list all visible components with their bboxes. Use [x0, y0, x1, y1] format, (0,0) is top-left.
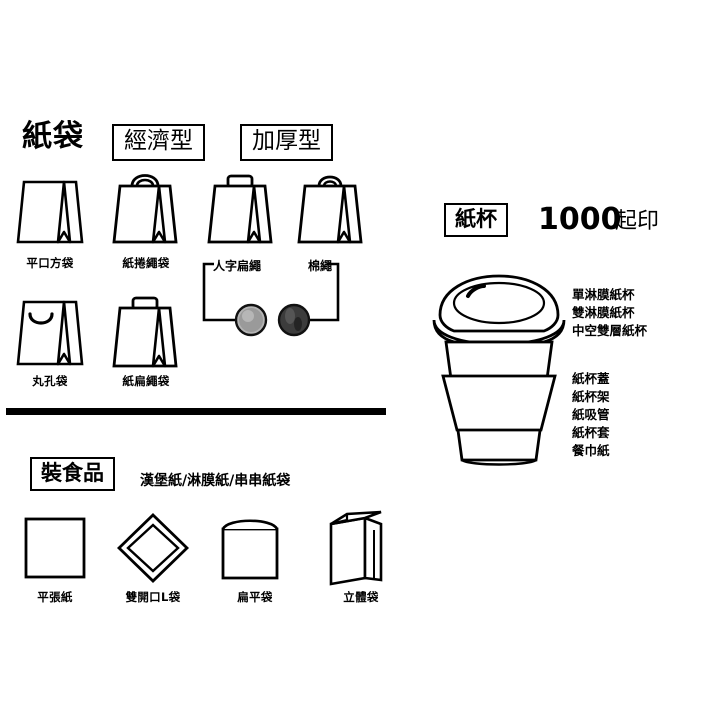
round-hole-bag-icon: [14, 298, 86, 370]
section-divider: [6, 408, 386, 415]
caption-flat-rope-handle-bag: 紙扁繩袋: [122, 374, 170, 388]
badge-thickened-type: 加厚型: [240, 124, 333, 161]
food-packaging-subtitle: 漢堡紙/淋膜紙/串串紙袋: [140, 473, 291, 489]
caption-round-hole-bag: 丸孔袋: [32, 374, 68, 388]
cup-type-item: 雙淋膜紙杯: [572, 305, 635, 320]
paper-bag-section-title: 紙袋: [22, 119, 84, 154]
caption-twisted-rope-handle-bag: 紙捲繩袋: [122, 256, 170, 270]
caption-flat-square-bag: 平口方袋: [26, 256, 74, 270]
caption-flat-sheet-paper: 平張紙: [37, 590, 73, 604]
twisted-rope-handle-bag-icon: [108, 170, 182, 248]
cup-moq-unit: 起印: [615, 209, 660, 234]
double-open-l-bag-icon: [114, 510, 192, 586]
thick-bag-herringbone-icon: [203, 170, 277, 248]
cup-accessory-item: 紙杯蓋: [572, 371, 610, 386]
cup-moq-number: 1000: [538, 202, 622, 237]
cup-type-item: 單淋膜紙杯: [572, 287, 635, 302]
cup-accessory-item: 紙吸管: [572, 407, 610, 422]
cup-accessory-item: 紙杯架: [572, 389, 610, 404]
flat-rope-handle-bag-icon: [108, 292, 182, 372]
flat-bag-icon: [218, 513, 282, 583]
badge-economy-type: 經濟型: [112, 124, 205, 161]
cup-type-item: 中空雙層紙杯: [572, 323, 648, 338]
caption-three-dimensional-bag: 立體袋: [343, 590, 379, 604]
thick-bag-cotton-rope-icon: [293, 170, 367, 248]
rope-callout-connectors: [198, 258, 378, 348]
badge-paper-cup: 紙杯: [444, 203, 508, 237]
flat-sheet-paper-icon: [22, 515, 88, 581]
flat-square-bag-icon: [14, 178, 86, 248]
cup-accessory-list: 紙杯蓋 紙杯架 紙吸管 紙杯套 餐巾紙: [572, 370, 610, 460]
caption-double-open-l-bag: 雙開口L袋: [125, 590, 181, 604]
three-dimensional-bag-icon: [325, 508, 389, 588]
cup-accessory-item: 餐巾紙: [572, 443, 610, 458]
badge-food-packaging: 裝食品: [30, 457, 115, 491]
cup-type-list: 單淋膜紙杯 雙淋膜紙杯 中空雙層紙杯: [572, 286, 647, 340]
caption-cotton-rope: 棉繩: [308, 259, 333, 273]
cup-accessory-item: 紙杯套: [572, 425, 610, 440]
paper-cup-with-lid-icon: [424, 268, 574, 468]
caption-herringbone-flat-rope: 人字扁繩: [213, 259, 262, 273]
caption-flat-bag: 扁平袋: [237, 590, 273, 604]
